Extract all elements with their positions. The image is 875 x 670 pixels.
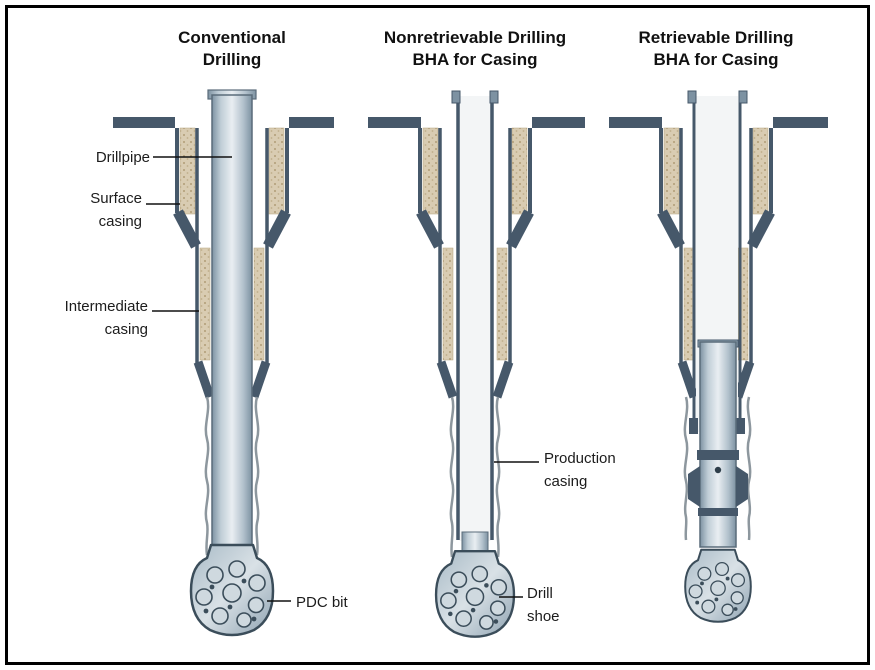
cement-fill xyxy=(268,127,285,215)
cement-fill xyxy=(663,127,680,215)
intermediate-casing-shoe xyxy=(436,360,458,399)
open-hole-wall xyxy=(683,396,689,541)
bha-tool-joint xyxy=(697,450,739,460)
underreamer-arm xyxy=(736,466,748,507)
open-hole-wall xyxy=(746,396,752,541)
open-hole-wall xyxy=(254,396,260,556)
pdc-bit xyxy=(189,543,275,637)
cement-fill xyxy=(496,247,508,361)
panel-title-nonretrievable: Nonretrievable Drilling BHA for Casing xyxy=(383,28,567,70)
casing-end-block xyxy=(689,418,698,434)
ground-surface-bar xyxy=(289,117,334,128)
drill-shoe-bit xyxy=(434,550,516,638)
underreamer-pivot xyxy=(714,466,722,474)
conventional-wellbore xyxy=(113,89,334,637)
intermediate-casing-shoe xyxy=(249,360,271,399)
open-hole-wall xyxy=(449,396,455,558)
casing-interior xyxy=(459,96,491,541)
bha-drillpipe xyxy=(699,341,737,548)
cement-fill xyxy=(422,127,439,215)
cement-fill xyxy=(253,247,265,361)
intermediate-casing-shoe xyxy=(677,360,699,399)
label-production-casing: Production casing xyxy=(544,450,616,490)
ground-surface-bar xyxy=(113,117,175,128)
intermediate-casing-shoe xyxy=(492,360,514,399)
label-intermediate-casing: Intermediate casing xyxy=(64,298,148,338)
cement-fill xyxy=(179,127,196,215)
ground-surface-bar xyxy=(368,117,421,128)
ground-surface-bar xyxy=(609,117,662,128)
surface-casing-shoe xyxy=(416,209,444,249)
surface-casing-shoe xyxy=(747,209,775,249)
label-drillpipe: Drillpipe xyxy=(95,149,150,166)
panel-title-retrievable: Retrievable Drilling BHA for Casing xyxy=(638,28,794,70)
retrievable-bit xyxy=(684,548,752,623)
surface-casing-shoe xyxy=(173,209,201,249)
retrievable-wellbore xyxy=(609,90,828,623)
open-hole-wall xyxy=(204,396,210,556)
casing-hanger-tab xyxy=(489,90,499,104)
ground-surface-bar xyxy=(532,117,585,128)
underreamer-arm xyxy=(688,466,700,507)
open-hole-wall xyxy=(495,396,501,558)
casing-hanger-tab xyxy=(451,90,461,104)
leader-lines xyxy=(146,156,539,602)
ground-surface-bar xyxy=(773,117,828,128)
bha-tool-joint xyxy=(698,508,738,516)
drillpipe xyxy=(211,94,253,556)
cement-fill xyxy=(511,127,528,215)
surface-casing-shoe xyxy=(263,209,291,249)
casing-end-block xyxy=(736,418,745,434)
panel-title-conventional: Conventional Drilling xyxy=(178,28,286,70)
surface-casing-shoe xyxy=(657,209,685,249)
surface-casing-shoe xyxy=(506,209,534,249)
casing-hanger-tab xyxy=(687,90,697,104)
cement-fill xyxy=(442,247,454,361)
cement-fill xyxy=(752,127,769,215)
nonretrievable-wellbore xyxy=(368,90,585,638)
casing-hanger-tab xyxy=(738,90,748,104)
label-pdc-bit: PDC bit xyxy=(296,594,348,611)
label-drill-shoe: Drill shoe xyxy=(527,585,560,625)
cement-fill xyxy=(199,247,211,361)
intermediate-casing-shoe xyxy=(193,360,215,399)
label-surface-casing: Surface casing xyxy=(90,190,142,230)
